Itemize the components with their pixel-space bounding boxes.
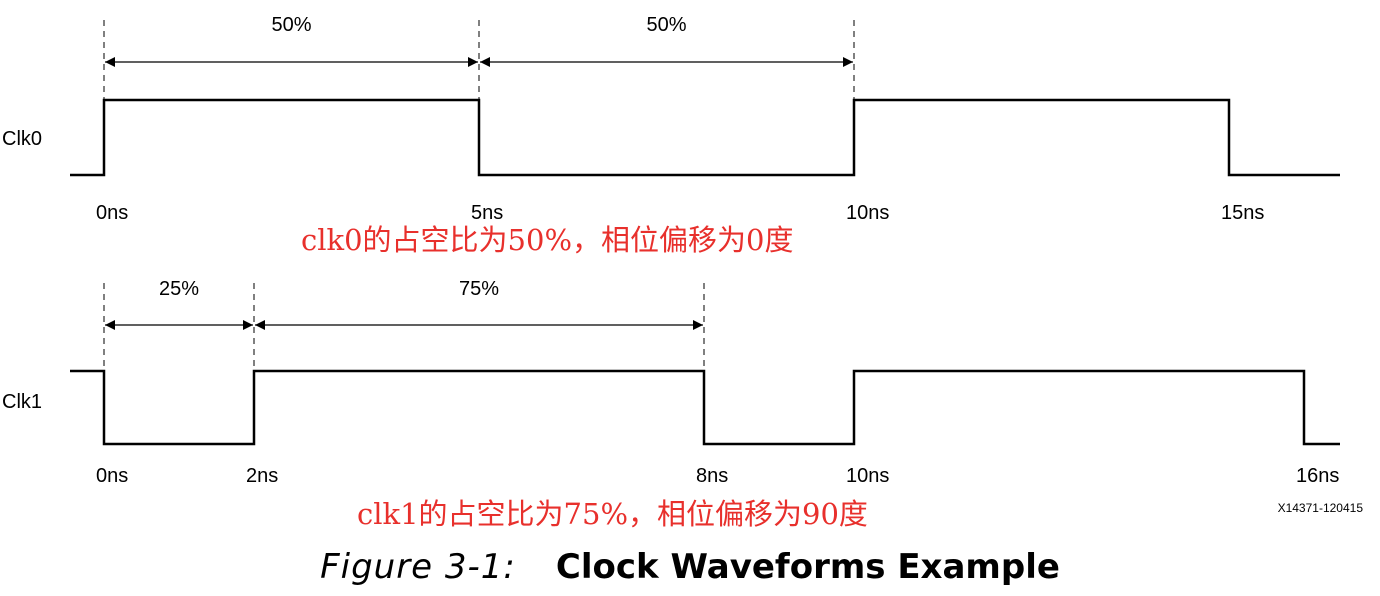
clk1-annotation-note: clk1的占空比为75%，相位偏移为90度 xyxy=(357,497,868,531)
w1-span-label-1: 75% xyxy=(459,278,499,300)
clk0-waveform-group: Clk0 50% 50% 0ns 5ns 10ns 15ns xyxy=(2,14,1340,224)
w0-tick-label-2: 10ns xyxy=(846,202,889,224)
w1-span-label-0: 25% xyxy=(159,278,199,300)
clk0-waveform-line xyxy=(70,98,1340,177)
figure-caption-title: Clock Waveforms Example xyxy=(555,547,1060,587)
w0-tick-label-3: 15ns xyxy=(1221,202,1264,224)
clk1-signal-label: Clk1 xyxy=(2,391,42,413)
waveform-diagram: Clk0 50% 50% 0ns 5ns 10ns 15ns Clk1 25% 75% 0… xyxy=(2,14,1364,515)
clk1-waveform-line xyxy=(70,369,1340,446)
w1-tick-label-2: 8ns xyxy=(696,465,728,487)
w1-tick-label-1: 2ns xyxy=(246,465,278,487)
figure-reference-code: X14371-120415 xyxy=(1278,501,1364,515)
w1-tick-label-0: 0ns xyxy=(96,465,128,487)
clk1-waveform-group: Clk1 25% 75% 0ns 2ns 8ns 10ns 16ns xyxy=(2,278,1340,487)
w0-tick-label-1: 5ns xyxy=(471,202,503,224)
w0-tick-label-0: 0ns xyxy=(96,202,128,224)
w0-span-label-0: 50% xyxy=(271,14,311,36)
w0-span-label-1: 50% xyxy=(646,14,686,36)
figure-caption-label: Figure 3-1: xyxy=(320,547,516,587)
w1-tick-label-3: 10ns xyxy=(846,465,889,487)
figure-caption: Figure 3-1: Clock Waveforms Example xyxy=(0,550,1380,584)
w1-tick-label-4: 16ns xyxy=(1296,465,1339,487)
clk0-signal-label: Clk0 xyxy=(2,128,42,150)
clk0-annotation-note: clk0的占空比为50%，相位偏移为0度 xyxy=(301,223,794,257)
